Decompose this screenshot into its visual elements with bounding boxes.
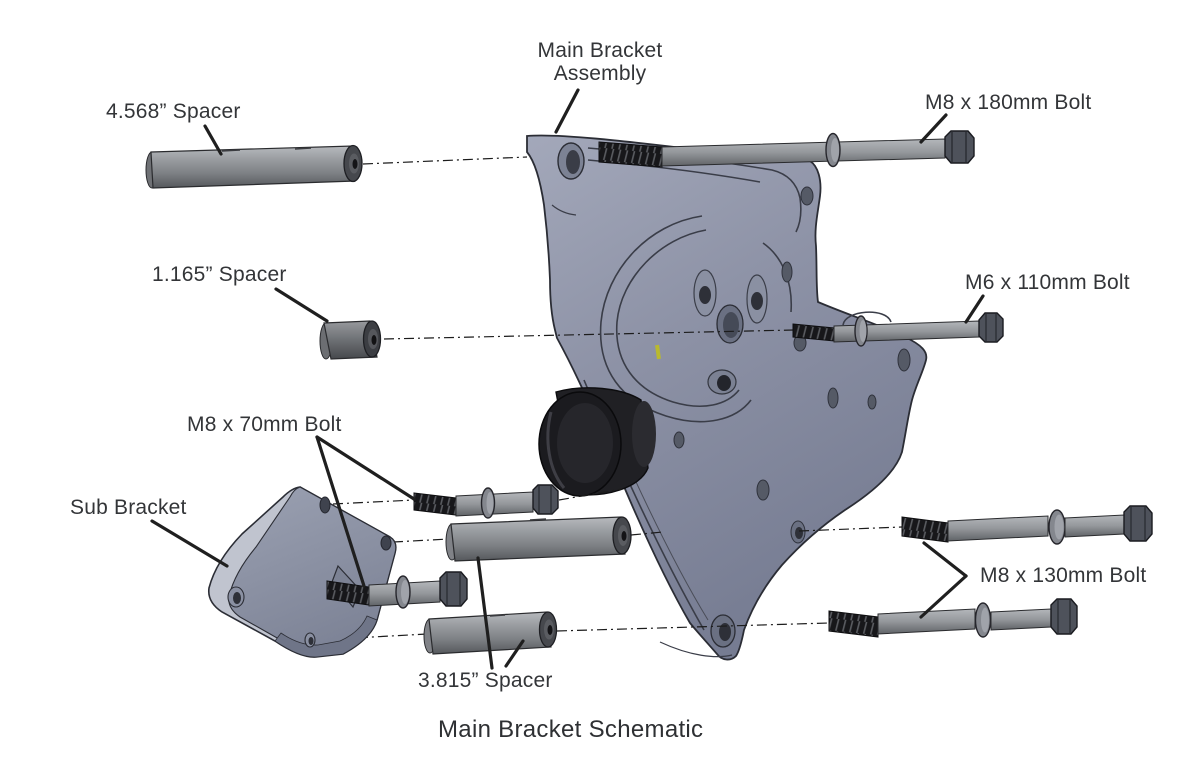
label-bolt-m8-130: M8 x 130mm Bolt	[980, 564, 1147, 587]
yellow-mark	[655, 344, 661, 360]
schematic-caption: Main Bracket Schematic	[438, 716, 704, 743]
leader-m8-70-b	[315, 435, 366, 588]
bottom-hole-inner	[719, 623, 731, 641]
label-bolt-m8-180: M8 x 180mm Bolt	[925, 91, 1092, 114]
bolt-m8-130-lower	[828, 598, 1078, 638]
screw-bosses	[693, 269, 768, 395]
label-bolt-m6-110: M6 x 110mm Bolt	[965, 271, 1130, 294]
bracket-holes	[673, 186, 911, 501]
sub-bracket	[207, 486, 397, 658]
leader-spacer-4568	[203, 124, 223, 156]
label-spacer-1165: 1.165” Spacer	[152, 263, 287, 286]
leader-m8-130-b	[919, 574, 968, 619]
leader-m8-70-a	[315, 435, 416, 501]
lug-bore-hole	[566, 150, 580, 174]
leader-m8-180	[919, 113, 948, 144]
leader-lines	[150, 88, 985, 670]
leader-spacer-1165	[274, 287, 329, 323]
bolt-m8-70-upper	[413, 484, 559, 519]
bushing	[538, 387, 656, 497]
bracket-grooves	[551, 147, 802, 658]
label-spacer-3815: 3.815” Spacer	[418, 669, 553, 692]
center-hole-inner	[723, 312, 739, 338]
label-main-bracket-assembly: Main Bracket Assembly	[525, 39, 675, 85]
spacer-3-815-upper	[445, 516, 632, 562]
bolt-m6-110	[792, 311, 1004, 347]
bolt-m8-180	[598, 130, 975, 168]
bolt-m8-70-lower	[326, 571, 468, 609]
leader-sub-bracket	[150, 519, 229, 568]
label-assembly-line2: Assembly	[553, 62, 647, 85]
main-bracket	[526, 134, 928, 661]
leader-m6-110	[964, 294, 985, 324]
leader-spacer-3815-b	[504, 639, 525, 668]
label-bolt-m8-70: M8 x 70mm Bolt	[187, 413, 342, 436]
main-bracket-body	[526, 134, 928, 661]
label-assembly-line1: Main Bracket	[537, 39, 663, 62]
bolt-m8-130-upper	[901, 505, 1153, 545]
sub-bracket-holes	[227, 496, 392, 648]
right-axis-hole-inner	[795, 527, 803, 539]
leader-m8-130-a	[922, 541, 968, 578]
saddle-edge	[842, 311, 892, 326]
spacer-4-568	[145, 144, 363, 189]
leader-spacer-3815-a	[476, 556, 494, 670]
label-sub-bracket: Sub Bracket	[70, 496, 187, 519]
spacer-1-165	[319, 320, 382, 360]
leader-assembly	[554, 88, 580, 134]
centerlines	[243, 156, 903, 641]
label-spacer-4568: 4.568” Spacer	[106, 100, 241, 123]
